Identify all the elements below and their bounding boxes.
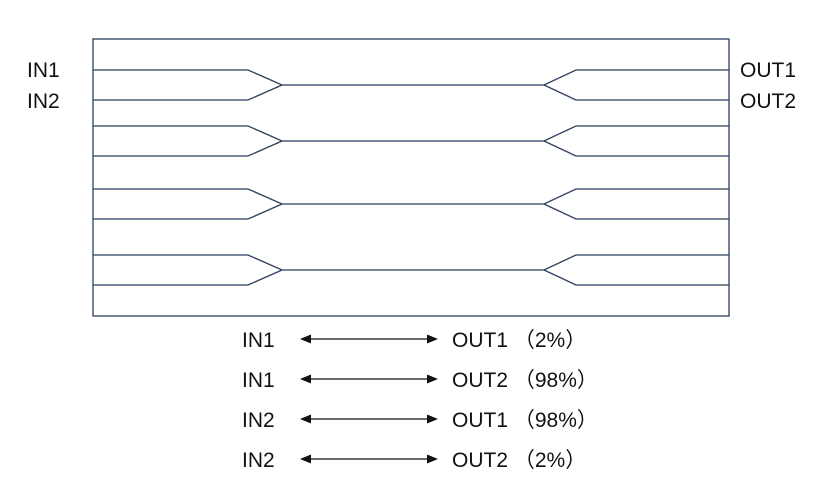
coupler-4 <box>93 254 729 286</box>
mapping-target: OUT1 （2%） <box>452 329 587 352</box>
double-arrow-icon <box>300 334 438 344</box>
coupler-1 <box>93 69 729 101</box>
coupler-2 <box>93 125 729 157</box>
coupler-3 <box>93 188 729 220</box>
mapping-row: IN1 OUT2 （98%） <box>0 364 826 394</box>
diagram-border <box>92 38 730 317</box>
coupler-array-drawing <box>92 38 730 317</box>
mapping-source: IN1 <box>242 369 275 392</box>
out1-label: OUT1 <box>740 59 797 82</box>
mapping-source: IN2 <box>242 449 275 472</box>
in1-label: IN1 <box>27 59 60 82</box>
coupler-group <box>93 69 729 286</box>
mapping-target: OUT2 （2%） <box>452 449 587 472</box>
out2-label: OUT2 <box>740 90 797 113</box>
mapping-row: IN2 OUT2 （2%） <box>0 444 826 474</box>
double-arrow-icon <box>300 454 438 464</box>
mapping-target: OUT1 （98%） <box>452 409 598 432</box>
double-arrow-icon <box>300 414 438 424</box>
mapping-source: IN2 <box>242 409 275 432</box>
double-arrow-icon <box>300 374 438 384</box>
mapping-target: OUT2 （98%） <box>452 369 598 392</box>
in2-label: IN2 <box>27 90 60 113</box>
mapping-row: IN1 OUT1 （2%） <box>0 324 826 354</box>
mapping-row: IN2 OUT1 （98%） <box>0 404 826 434</box>
mapping-source: IN1 <box>242 329 275 352</box>
